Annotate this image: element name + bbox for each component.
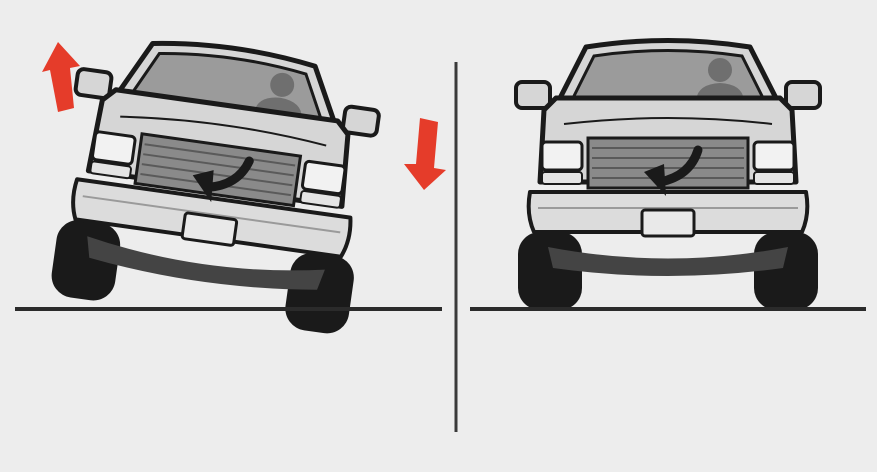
down-arrow-icon bbox=[404, 118, 446, 190]
level-vehicle bbox=[516, 41, 820, 311]
panel-tilted bbox=[15, 27, 446, 336]
tilted-vehicle bbox=[47, 27, 386, 336]
panel-level bbox=[470, 41, 866, 311]
up-arrow-icon bbox=[42, 42, 80, 112]
